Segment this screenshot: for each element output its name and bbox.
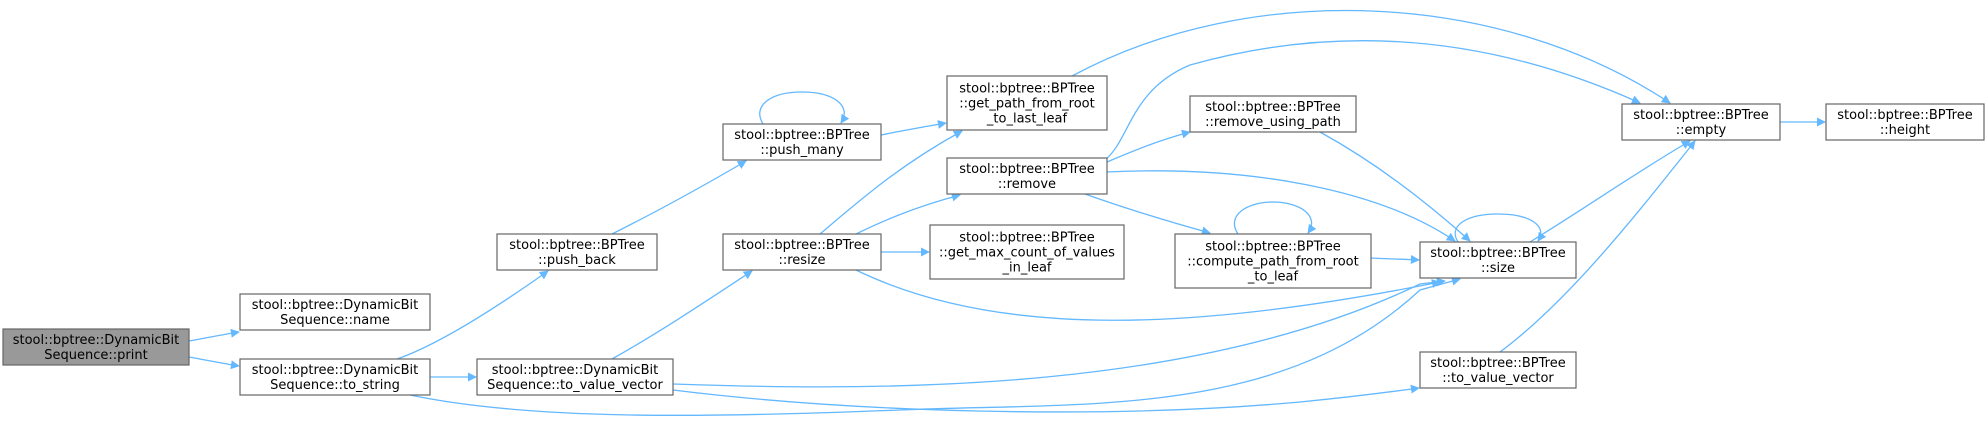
node-layer: stool::bptree::DynamicBitSequence::print…: [2, 75, 1985, 396]
node-label-line: stool::bptree::BPTree: [1633, 108, 1768, 123]
node-label-line: _to_last_leaf: [986, 112, 1068, 127]
edge-print-to-name: [188, 328, 240, 342]
node-label-line: stool::bptree::BPTree: [734, 128, 869, 143]
node-label-line: ::remove: [998, 177, 1056, 192]
node-box: [2, 328, 190, 366]
node-compute-path-from-root-to-leaf[interactable]: stool::bptree::BPTree::compute_path_from…: [1174, 233, 1372, 289]
edge-size-to-size: [1454, 213, 1547, 243]
node-label-line: Sequence::name: [280, 313, 390, 328]
node-label-line: Sequence::print: [44, 348, 147, 363]
edge-resize-to-remove: [855, 192, 961, 235]
node-remove[interactable]: stool::bptree::BPTree::remove: [946, 157, 1108, 195]
node-get-path-from-root-to-last-leaf[interactable]: stool::bptree::BPTree::get_path_from_roo…: [946, 75, 1108, 131]
node-resize[interactable]: stool::bptree::BPTree::resize: [722, 233, 882, 271]
node-label-line: stool::bptree::BPTree: [1205, 240, 1340, 255]
node-size[interactable]: stool::bptree::BPTree::size: [1419, 241, 1577, 279]
node-label-line: ::push_many: [760, 143, 844, 158]
node-label-line: stool::bptree::BPTree: [959, 162, 1094, 177]
edge-compute_path_from_root_to_leaf-to-size: [1370, 255, 1420, 265]
node-push-back[interactable]: stool::bptree::BPTree::push_back: [496, 233, 658, 271]
node-label-line: stool::bptree::DynamicBit: [13, 333, 180, 348]
node-label-line: ::empty: [1676, 123, 1727, 138]
edge-bpt_to_value_vector-to-empty: [1499, 140, 1696, 353]
edge-dbs_to_value_vector-to-bpt_to_value_vector: [672, 384, 1420, 413]
node-label-line: ::get_max_count_of_values: [939, 246, 1115, 261]
node-box: [496, 233, 658, 271]
node-dbs-to-value-vector[interactable]: stool::bptree::DynamicBitSequence::to_va…: [476, 358, 674, 396]
edge-layer: [188, 9, 1826, 417]
edge-get_path_from_root_to_last_leaf-to-empty: [1071, 9, 1671, 104]
node-label-line: stool::bptree::BPTree: [1430, 246, 1565, 261]
node-box: [929, 224, 1125, 280]
edge-resize-to-get_path_from_root_to_last_leaf: [819, 130, 963, 235]
edge-remove-to-empty: [1104, 39, 1641, 161]
node-label-line: _to_leaf: [1247, 270, 1299, 285]
node-box: [1189, 95, 1357, 133]
node-label-line: stool::bptree::BPTree: [959, 82, 1094, 97]
node-box: [1621, 103, 1781, 141]
edge-push_many-to-push_many: [759, 91, 850, 125]
node-label-line: ::remove_using_path: [1205, 115, 1341, 130]
node-label-line: stool::bptree::BPTree: [1430, 356, 1565, 371]
node-height[interactable]: stool::bptree::BPTree::height: [1825, 103, 1985, 141]
node-label-line: Sequence::to_value_vector: [487, 378, 663, 393]
edge-to_string-to-push_back: [396, 270, 549, 360]
node-get-max-count-of-values-in-leaf[interactable]: stool::bptree::BPTree::get_max_count_of_…: [929, 224, 1125, 280]
edge-resize-to-size: [855, 269, 1441, 321]
node-box: [946, 157, 1108, 195]
node-box: [722, 233, 882, 271]
node-box: [1419, 351, 1577, 389]
node-label-line: stool::bptree::BPTree: [1837, 108, 1972, 123]
edge-dbs_to_value_vector-to-size: [672, 277, 1446, 388]
edge-size-to-empty: [1529, 140, 1691, 243]
node-box: [1419, 241, 1577, 279]
node-box: [239, 293, 431, 331]
node-label-line: stool::bptree::BPTree: [959, 231, 1094, 246]
node-label-line: Sequence::to_string: [270, 378, 400, 393]
node-box: [1825, 103, 1985, 141]
edge-remove-to-size: [1106, 170, 1456, 242]
edge-dbs_to_value_vector-to-resize: [611, 270, 753, 360]
node-empty[interactable]: stool::bptree::BPTree::empty: [1621, 103, 1781, 141]
edge-compute_path_from_root_to_leaf-to-compute_path_from_root_to_leaf: [1233, 201, 1317, 235]
node-to-string[interactable]: stool::bptree::DynamicBitSequence::to_st…: [239, 358, 431, 396]
node-label-line: stool::bptree::DynamicBit: [492, 363, 659, 378]
edge-print-to-to_string: [188, 356, 240, 370]
node-box: [946, 75, 1108, 131]
node-box: [476, 358, 674, 396]
node-box: [1174, 233, 1372, 289]
node-label-line: ::push_back: [538, 253, 616, 268]
edge-to_string-to-size: [409, 276, 1461, 417]
edge-remove-to-remove_using_path: [1106, 129, 1191, 163]
node-push-many[interactable]: stool::bptree::BPTree::push_many: [722, 123, 882, 161]
edge-remove-to-compute_path_from_root_to_leaf: [1084, 193, 1211, 236]
node-label-line: stool::bptree::BPTree: [734, 238, 869, 253]
node-box: [239, 358, 431, 396]
node-label-line: ::size: [1481, 261, 1515, 276]
node-label-line: stool::bptree::BPTree: [509, 238, 644, 253]
node-bpt-to-value-vector[interactable]: stool::bptree::BPTree::to_value_vector: [1419, 351, 1577, 389]
node-label-line: ::to_value_vector: [1442, 371, 1554, 386]
node-label-line: ::height: [1880, 123, 1930, 138]
node-remove-using-path[interactable]: stool::bptree::BPTree::remove_using_path: [1189, 95, 1357, 133]
node-label-line: _in_leaf: [1001, 261, 1051, 276]
edge-push_back-to-push_many: [611, 160, 747, 235]
edge-remove_using_path-to-size: [1319, 131, 1471, 242]
node-label-line: ::compute_path_from_root: [1187, 255, 1358, 270]
node-label-line: ::get_path_from_root: [959, 97, 1094, 112]
node-label-line: stool::bptree::BPTree: [1205, 100, 1340, 115]
edge-push_many-to-get_path_from_root_to_last_leaf: [880, 119, 947, 136]
node-box: [722, 123, 882, 161]
node-label-line: stool::bptree::DynamicBit: [252, 363, 419, 378]
node-label-line: stool::bptree::DynamicBit: [252, 298, 419, 313]
node-label-line: ::resize: [778, 253, 825, 268]
